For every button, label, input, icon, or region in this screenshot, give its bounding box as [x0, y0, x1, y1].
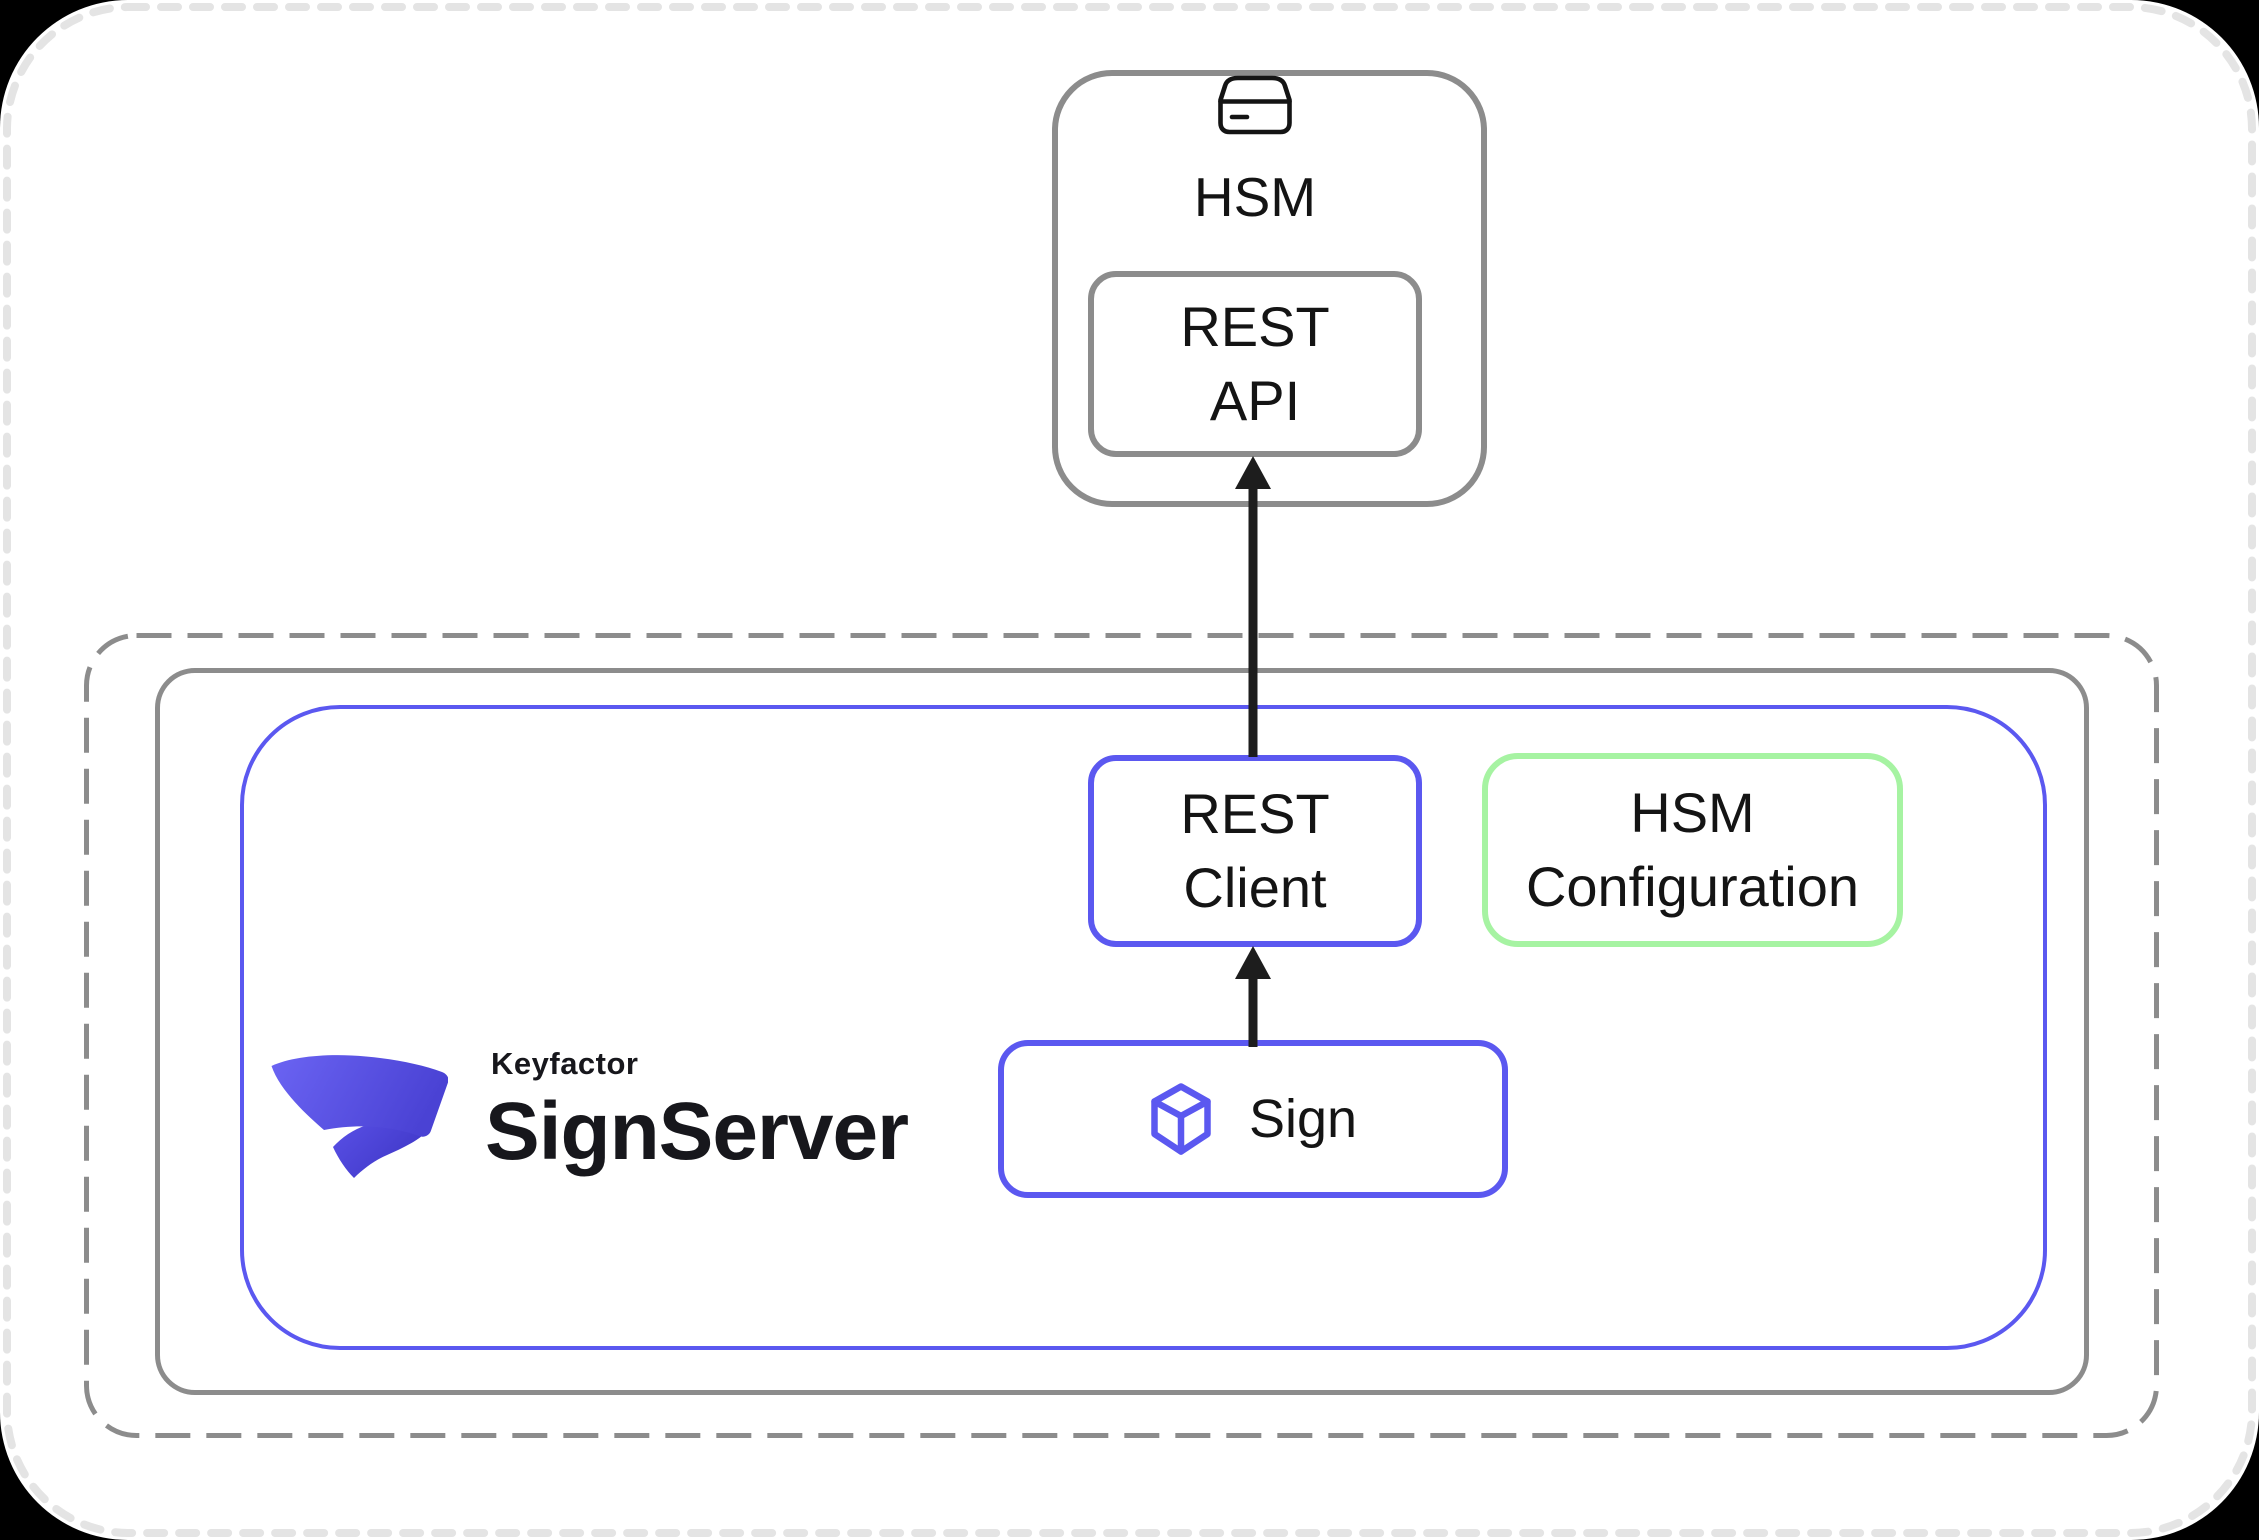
hsm-title: HSM: [1193, 166, 1317, 228]
hsm-configuration-box: HSM Configuration: [1482, 753, 1903, 947]
rest-client-box: REST Client: [1088, 755, 1422, 947]
deployment-boundary-dashed: [84, 633, 2159, 1438]
hsm-device-icon: [1218, 75, 1292, 135]
signserver-product-text: SignServer: [485, 1086, 909, 1177]
sign-label: Sign: [1248, 1089, 1358, 1149]
hsm-configuration-label-line1: HSM: [1630, 781, 1755, 844]
rest-api-label-line2: API: [1209, 369, 1301, 432]
hsm-configuration-label-line2: Configuration: [1525, 855, 1860, 918]
package-cube-icon: [1151, 1083, 1211, 1155]
rest-client-label-line2: Client: [1183, 856, 1327, 919]
keyfactor-brand-text: Keyfactor: [491, 1046, 639, 1081]
rest-api-box: REST API: [1088, 271, 1422, 457]
sign-worker-box: Sign: [998, 1040, 1508, 1198]
keyfactor-logo-mark: [271, 1055, 448, 1178]
rest-api-label-line1: REST: [1180, 295, 1330, 358]
rest-client-label-line1: REST: [1180, 782, 1330, 845]
